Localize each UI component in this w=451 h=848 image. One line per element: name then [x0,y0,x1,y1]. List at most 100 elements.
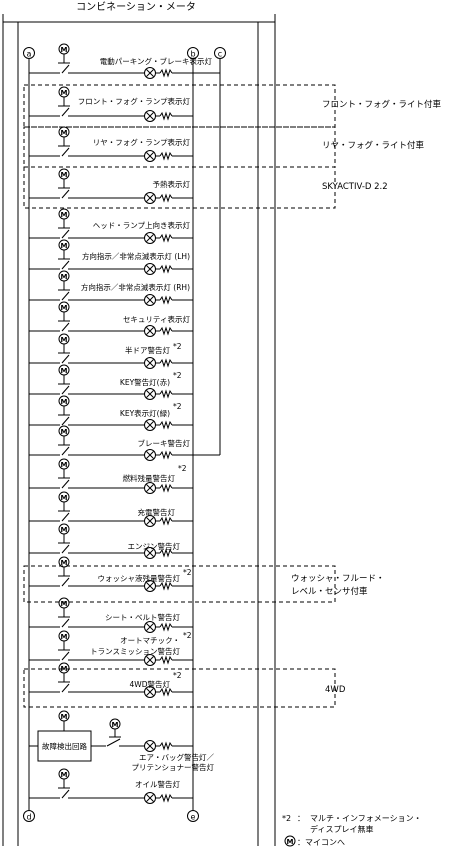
microcomputer-symbol-label: M [61,336,68,344]
lamp-icon [144,294,156,306]
legend-note-sep: ： [297,814,305,823]
legend-note-line1: マルチ・インフォメーション・ [310,814,422,823]
indicator-label-line2: プリテンショナー警告灯 [132,762,215,772]
indicator-row: M セキュリティ表示灯 [29,301,193,337]
indicator-label: オイル警告灯 [135,779,180,789]
indicator-row: M シート・ベルト警告灯 [29,597,193,633]
microcomputer-symbol-label: M [61,665,68,673]
meter-housing [2,14,276,846]
indicator-label: KEY表示灯(緑) [120,408,170,418]
indicator-label-line2: トランスミッション警告灯 [90,646,180,656]
microcomputer-symbol-label: M [61,46,68,54]
legend-m-symbol: M [287,838,294,846]
connector-d-bottom: d [23,810,35,822]
indicator-label: オートマチック・ [120,636,180,645]
resistor-icon [159,389,173,399]
svg-text:b: b [190,50,195,59]
lamp-icon [144,110,156,122]
option-box-rear-fog [23,126,336,168]
indicator-label: ヘッド・ランプ上向き表示灯 [93,220,191,230]
resistor-icon [159,233,173,243]
group-label-skyactiv: SKYACTIV-D 2.2 [322,182,388,192]
svg-text:d: d [26,813,31,822]
resistor-icon [159,687,173,697]
microcomputer-symbol-label: M [61,494,68,502]
group-label-washer-2: レベル・センサ付車 [291,586,368,597]
resistor-icon [159,68,173,78]
lamp-icon [144,654,156,666]
svg-text:M: M [61,713,68,721]
lamp-icon [144,621,156,633]
resistor-icon [159,581,173,591]
connector-e-bottom: e [187,810,199,822]
lamp-icon [144,686,156,698]
group-label-washer-1: ウォッシャ・フルード・ [291,574,385,584]
meter-title: コンビネーション・メータ [76,1,196,13]
indicator-row: M オイル警告灯 [29,768,193,804]
connector-c-top: c [214,47,226,59]
indicator-label: KEY警告灯(赤) [120,377,170,387]
resistor-icon [159,483,173,493]
legend: *2 ： マルチ・インフォメーション・ ディスプレイ無車 M ：マイコンへ [282,814,422,847]
indicator-label: シート・ベルト警告灯 [105,612,180,622]
microcomputer-symbol-label: M [61,89,68,97]
indicator-row: Mエア・バッグ警告灯／プリテンショナー警告灯 [106,718,215,772]
indicator-label: 充電警告灯 [138,507,176,517]
indicator-row: M 4WD警告灯*2 [29,662,193,698]
lamp-icon [144,357,156,369]
fault-detection-circuit: M 故障検出回路 [29,710,106,762]
microcomputer-symbol-label: M [61,304,68,312]
indicator-label: 電動パーキング・ブレーキ表示灯 [100,56,213,66]
indicator-row: M ブレーキ警告灯 [29,425,220,461]
resistor-icon [159,548,173,558]
resistor-icon [159,741,173,751]
legend-note-line2: ディスプレイ無車 [310,824,373,834]
microcomputer-symbol-label: M [61,771,68,779]
footnote-mark: *2 [173,671,182,680]
lamp-icon [144,67,156,79]
footnote-mark: *2 [173,371,182,380]
indicator-label: 方向指示／非常点滅表示灯 (LH) [82,251,190,261]
indicator-label: 方向指示／非常点滅表示灯 (RH) [81,282,190,292]
indicator-row: M 充電警告灯 [29,491,193,527]
resistor-icon [159,326,173,336]
indicator-label: 4WD警告灯 [130,679,171,689]
svg-text:a: a [27,50,32,59]
lamp-icon [144,419,156,431]
indicator-row: Mリヤ・フォグ・ランプ表示灯 [29,126,193,162]
microcomputer-symbol-label: M [61,273,68,281]
microcomputer-symbol-label: M [61,600,68,608]
option-box-skyactiv [23,166,336,209]
indicator-label: ブレーキ警告灯 [138,438,191,448]
microcomputer-symbol-label: M [61,633,68,641]
svg-text:故障検出回路: 故障検出回路 [42,741,87,751]
resistor-icon [159,151,173,161]
option-box-4wd [23,668,336,708]
svg-text:M: M [112,721,119,729]
indicator-label: リヤ・フォグ・ランプ表示灯 [93,137,191,147]
microcomputer-symbol-label: M [61,428,68,436]
indicator-label: 半ドア警告灯 [125,345,170,355]
resistor-icon [159,622,173,632]
indicator-label: ウォッシャ液残量警告灯 [98,573,181,583]
resistor-icon [159,358,173,368]
indicator-label: エンジン警告灯 [128,541,181,551]
footnote-mark: *2 [173,402,182,411]
group-label-rear-fog: リヤ・フォグ・ライト付車 [322,140,425,151]
indicator-label: セキュリティ表示灯 [123,314,191,324]
microcomputer-symbol-label: M [61,461,68,469]
microcomputer-symbol-label: M [61,171,68,179]
option-box-washer [23,565,336,603]
indicator-row: M 電動パーキング・ブレーキ表示灯 [29,43,220,79]
lamp-icon [144,232,156,244]
